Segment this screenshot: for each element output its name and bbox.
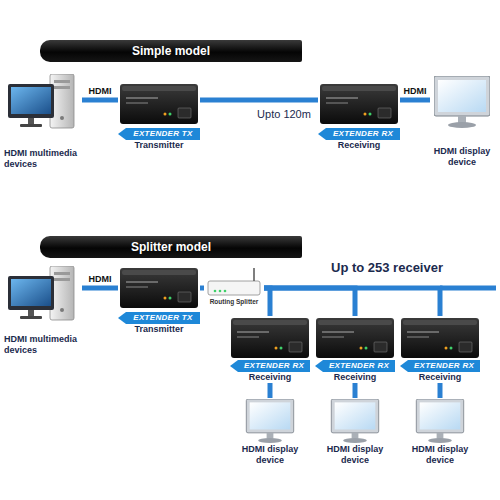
led — [219, 290, 222, 293]
section-title: Splitter model — [40, 236, 302, 258]
hdmi-cable — [82, 286, 118, 291]
source-pc: HDMI multimedia devices — [4, 262, 82, 356]
led — [214, 290, 217, 293]
display-monitor: HDMI display device — [318, 398, 392, 466]
extender-banner: EXTENDER TX — [118, 128, 200, 140]
receiver-unit — [320, 84, 398, 124]
network-cable — [264, 288, 355, 316]
network-cable — [264, 288, 270, 316]
cable-label: HDMI — [88, 86, 113, 97]
unit-caption: Receiving — [318, 140, 400, 151]
splitter-body — [208, 281, 260, 295]
network-cable — [438, 383, 443, 398]
display-caption: HDMI display device — [318, 444, 392, 466]
unit-caption: Transmitter — [118, 140, 200, 151]
extender-unit: EXTENDER TXTransmitter — [118, 80, 200, 151]
extender-unit: EXTENDER RXReceiving — [230, 316, 310, 383]
transmitter-unit — [120, 84, 198, 124]
unit-caption: Receiving — [315, 372, 395, 383]
network-cable — [200, 286, 204, 291]
monitor-icon — [416, 399, 463, 443]
network-cable — [353, 383, 358, 398]
device-caption: HDMI multimedia devices — [4, 334, 82, 356]
receiver-unit — [231, 318, 309, 358]
unit-caption: Receiving — [400, 372, 480, 383]
monitor-icon — [331, 399, 378, 443]
splitter-caption: Routing Splitter — [204, 298, 264, 306]
cable-label: HDMI — [88, 274, 113, 285]
receiver-unit — [316, 318, 394, 358]
source-pc: HDMI multimedia devices — [4, 72, 82, 170]
network-cable — [268, 383, 273, 398]
display-caption: HDMI display device — [233, 444, 307, 466]
cable-label: HDMI — [403, 86, 428, 97]
pc-icon — [8, 266, 74, 320]
monitor-icon — [434, 76, 490, 128]
title-bar: Splitter model — [40, 236, 302, 258]
network-cable — [264, 288, 440, 316]
pc-icon — [8, 74, 74, 128]
cable-label: Upto 120m — [256, 108, 312, 121]
section-title: Simple model — [40, 40, 302, 62]
note-label: Up to 253 receiver — [330, 260, 444, 275]
extender-unit: EXTENDER TXTransmitter — [118, 266, 200, 335]
display-monitor: HDMI display device — [233, 398, 307, 466]
extender-banner: EXTENDER TX — [118, 312, 200, 324]
extender-unit: EXTENDER RXReceiving — [400, 316, 480, 383]
device-caption: HDMI multimedia devices — [4, 148, 82, 170]
antenna — [253, 268, 255, 281]
extender-unit: EXTENDER RXReceiving — [315, 316, 395, 383]
title-bar: Simple model — [40, 40, 302, 62]
extender-banner: EXTENDER RX — [400, 360, 480, 372]
monitor-icon — [246, 399, 293, 443]
network-cable — [200, 98, 318, 103]
display-caption: HDMI display device — [403, 444, 477, 466]
led — [224, 290, 227, 293]
unit-caption: Transmitter — [118, 324, 200, 335]
display-monitor: HDMI display device — [430, 72, 494, 168]
display-caption: HDMI display device — [430, 146, 494, 168]
routing-splitter: Routing Splitter — [204, 278, 264, 306]
receiver-unit — [401, 318, 479, 358]
hdmi-cable — [400, 98, 430, 103]
extender-unit: EXTENDER RXReceiving — [318, 80, 400, 151]
extender-banner: EXTENDER RX — [318, 128, 400, 140]
hdmi-cable — [82, 98, 118, 103]
extender-banner: EXTENDER RX — [315, 360, 395, 372]
transmitter-unit — [120, 268, 198, 308]
unit-caption: Receiving — [230, 372, 310, 383]
display-monitor: HDMI display device — [403, 398, 477, 466]
bus-cable — [440, 286, 496, 291]
extender-banner: EXTENDER RX — [230, 360, 310, 372]
